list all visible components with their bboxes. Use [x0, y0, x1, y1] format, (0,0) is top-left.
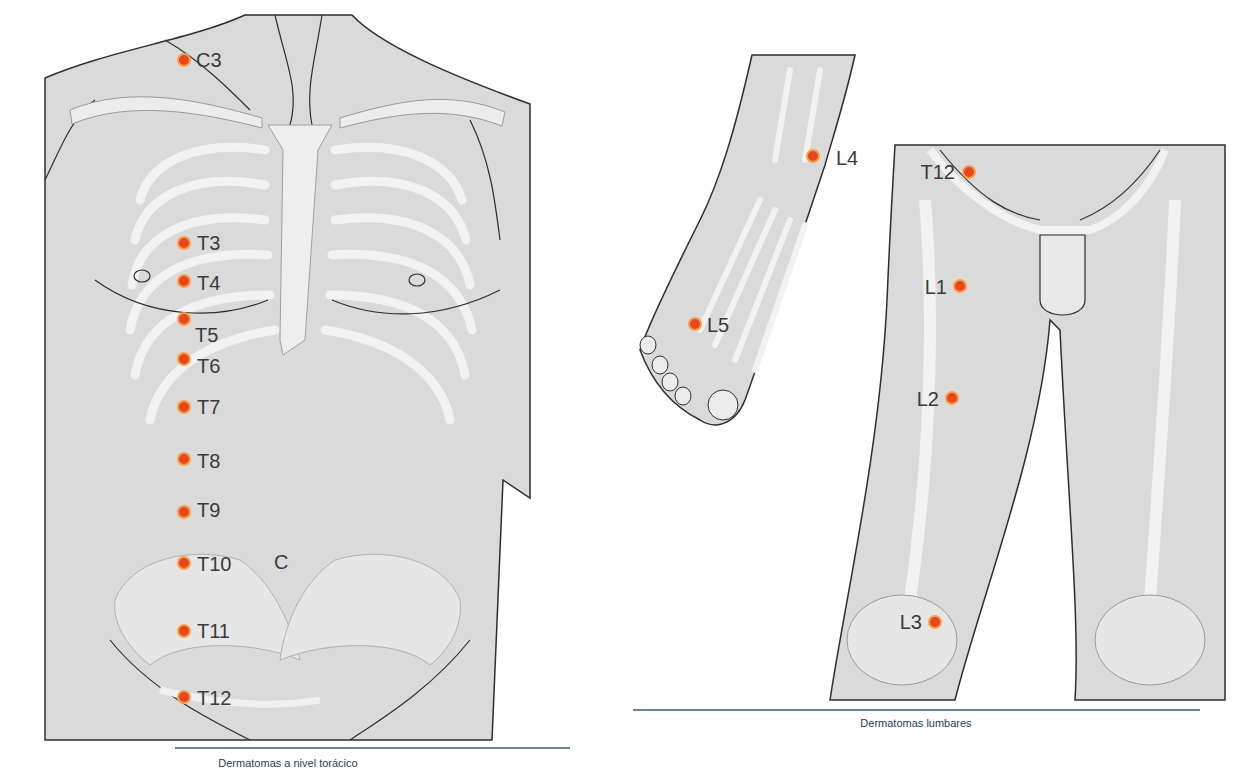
dermatome-label: L2 — [917, 389, 939, 409]
dermatome-label: L1 — [925, 277, 947, 297]
dermatome-label: C — [274, 552, 288, 572]
dermatome-label: L4 — [836, 148, 858, 168]
dermatome-label: C3 — [196, 50, 222, 70]
dermatome-label: T7 — [197, 397, 220, 417]
dermatome-label: T9 — [197, 500, 220, 520]
dermatome-label: T11 — [197, 621, 230, 641]
dermatome-label: T8 — [197, 451, 220, 471]
dermatome-label: T12 — [921, 162, 955, 182]
caption-text: Dermatomas a nivel torácico — [218, 758, 357, 769]
dermatome-label: T10 — [197, 554, 231, 574]
dermatome-label: T6 — [197, 356, 220, 376]
dermatome-label: T12 — [197, 688, 231, 708]
dermatome-label: L5 — [707, 315, 729, 335]
caption-text: Dermatomas lumbares — [860, 718, 971, 729]
dermatome-label: T5 — [195, 325, 218, 345]
dermatome-label: T3 — [197, 233, 220, 253]
dermatome-label: L3 — [900, 612, 922, 632]
dermatome-label: T4 — [197, 273, 220, 293]
